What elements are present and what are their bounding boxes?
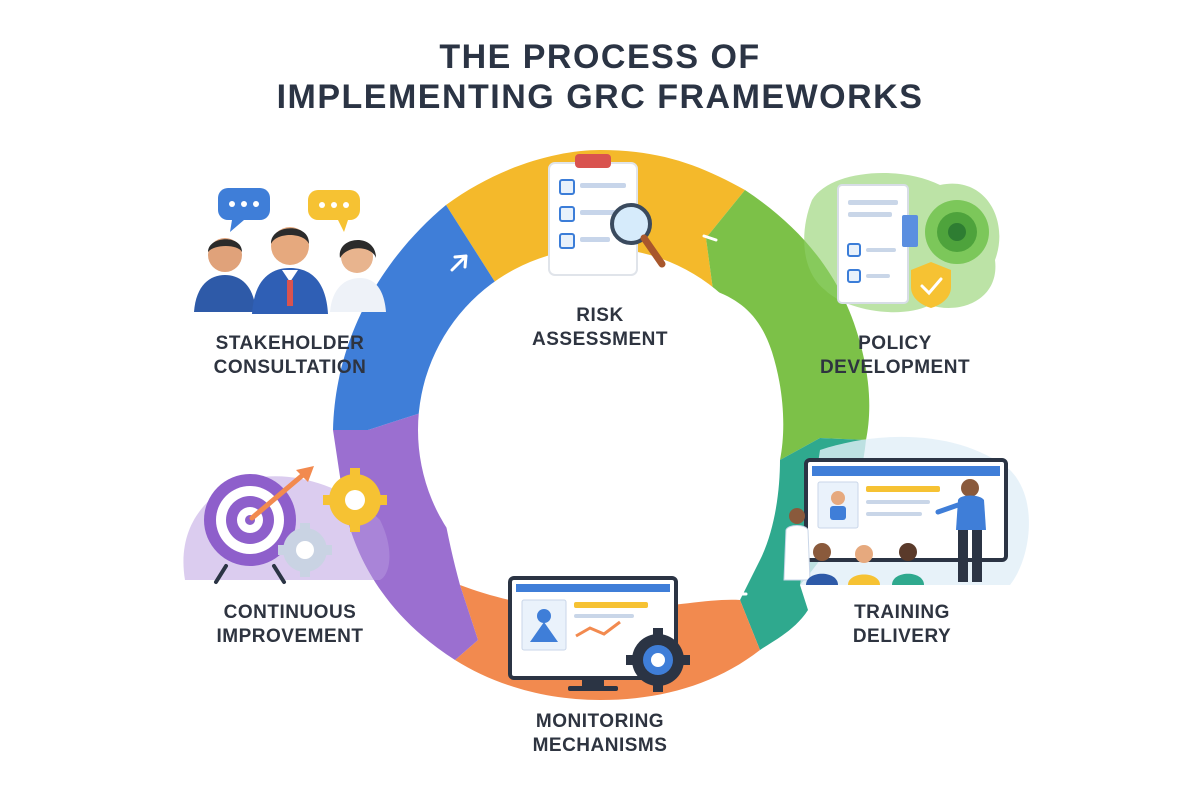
checklist-magnifier-icon xyxy=(548,154,666,276)
arrow-icon xyxy=(702,234,718,242)
segment-continuous-improvement xyxy=(333,410,478,660)
presentation-classroom-icon xyxy=(783,436,1029,585)
people-speech-bubbles-icon xyxy=(194,188,386,314)
ring-center xyxy=(418,248,782,612)
monitor-dashboard-gear-icon xyxy=(508,576,690,692)
arrow-icon xyxy=(450,254,468,272)
segment-stakeholder-consultation xyxy=(333,205,495,430)
target-arrow-gears-icon xyxy=(183,466,390,584)
title-line-1: THE PROCESS OF xyxy=(439,38,761,76)
segment-policy-development xyxy=(706,190,870,460)
arrow-icon xyxy=(734,582,748,596)
policy-document-shield-icon xyxy=(804,173,1000,313)
title-line-2: IMPLEMENTING GRC FRAMEWORKS xyxy=(276,78,924,116)
